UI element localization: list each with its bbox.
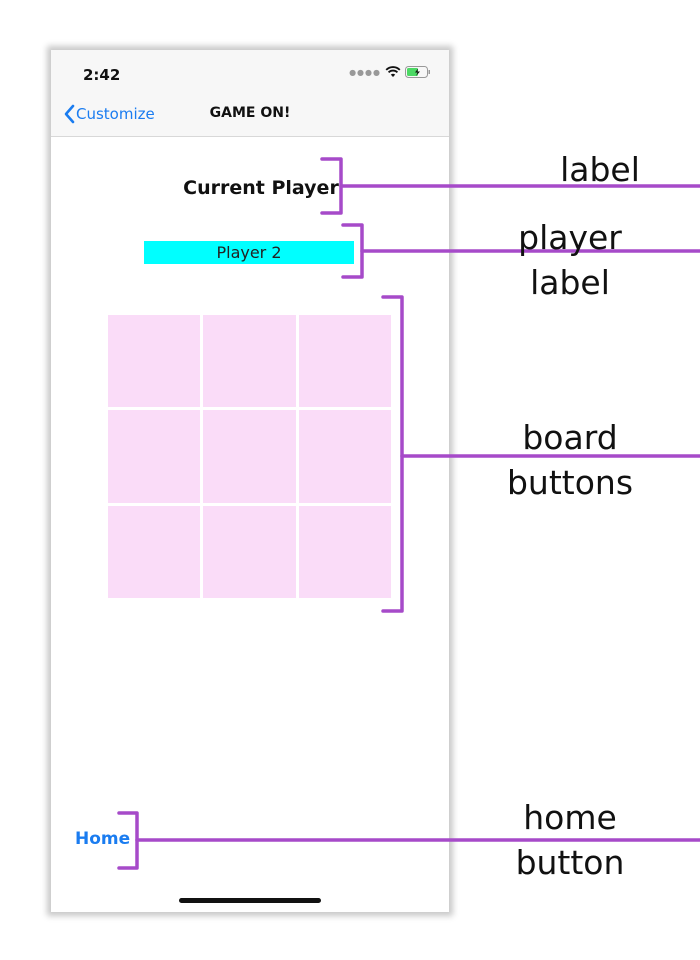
- annotation-player-label-line1: player: [518, 218, 622, 257]
- board-button-9[interactable]: [298, 505, 391, 598]
- board-button-1[interactable]: [108, 315, 201, 408]
- annotation-home-button-line1: home: [523, 798, 617, 837]
- board-button-8[interactable]: [203, 505, 296, 598]
- home-indicator: [179, 898, 321, 903]
- player-label: Player 2: [144, 241, 354, 264]
- status-time: 2:42: [83, 66, 121, 84]
- status-icons: ●●●●: [349, 66, 431, 78]
- back-button[interactable]: Customize: [63, 104, 155, 124]
- back-button-label: Customize: [76, 105, 155, 123]
- board-button-4[interactable]: [108, 410, 201, 503]
- annotation-player-label-line2: label: [530, 262, 610, 302]
- current-player-label: Current Player: [183, 177, 339, 199]
- board-button-2[interactable]: [203, 315, 296, 408]
- annotation-label: label: [500, 148, 700, 193]
- battery-icon: [405, 66, 430, 78]
- annotation-board-buttons: board buttons: [470, 416, 670, 505]
- annotation-board-buttons-line2: buttons: [506, 462, 634, 502]
- board-button-3[interactable]: [298, 315, 391, 408]
- annotation-board-buttons-line1: board: [522, 418, 618, 457]
- home-button[interactable]: Home: [75, 829, 131, 849]
- nav-title: GAME ON!: [209, 105, 291, 121]
- annotation-home-button: home button: [470, 796, 670, 885]
- signal-icon: ●●●●: [349, 67, 381, 77]
- game-board: [108, 315, 391, 598]
- navigation-bar: 2:42 ●●●● Customize: [51, 50, 449, 137]
- board-button-6[interactable]: [298, 410, 391, 503]
- wifi-icon: [385, 66, 401, 77]
- phone-screen: 2:42 ●●●● Customize: [51, 50, 449, 912]
- annotation-home-button-line2: button: [515, 842, 625, 882]
- board-button-7[interactable]: [108, 505, 201, 598]
- board-button-5[interactable]: [203, 410, 296, 503]
- annotation-label-text: label: [560, 150, 640, 189]
- annotation-player-label: player label: [470, 216, 670, 305]
- chevron-left-icon: [64, 104, 75, 124]
